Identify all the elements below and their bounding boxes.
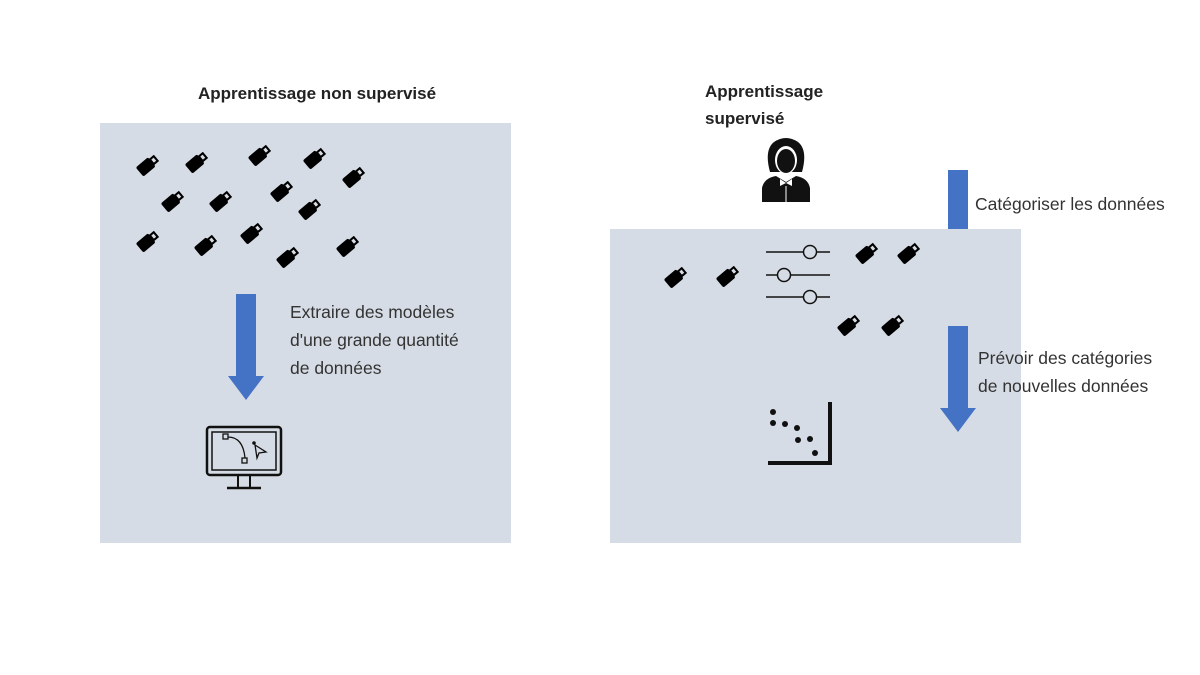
- title-line: supervisé: [705, 109, 785, 128]
- down-arrow: [940, 326, 976, 432]
- unsupervised-panel: [100, 123, 511, 543]
- down-arrow: [228, 294, 264, 400]
- unsupervised-description: Extraire des modèles d'une grande quanti…: [290, 298, 459, 382]
- monitor-curve-icon: [205, 425, 283, 490]
- description-line: Extraire des modèles: [290, 302, 455, 322]
- scatter-plot-icon: [768, 402, 832, 465]
- supervised-title: Apprentissage supervisé: [705, 78, 823, 132]
- predict-line: Prévoir des catégories: [978, 348, 1153, 368]
- sliders-icon: [766, 244, 830, 305]
- predict-label: Prévoir des catégories de nouvelles donn…: [978, 344, 1152, 400]
- unsupervised-title: Apprentissage non supervisé: [198, 84, 437, 103]
- person-icon: [762, 138, 810, 202]
- categorize-label: Catégoriser les données: [975, 194, 1165, 214]
- description-line: de données: [290, 358, 382, 378]
- description-line: d'une grande quantité: [290, 330, 459, 350]
- title-line: Apprentissage: [705, 82, 824, 101]
- predict-line: de nouvelles données: [978, 376, 1149, 396]
